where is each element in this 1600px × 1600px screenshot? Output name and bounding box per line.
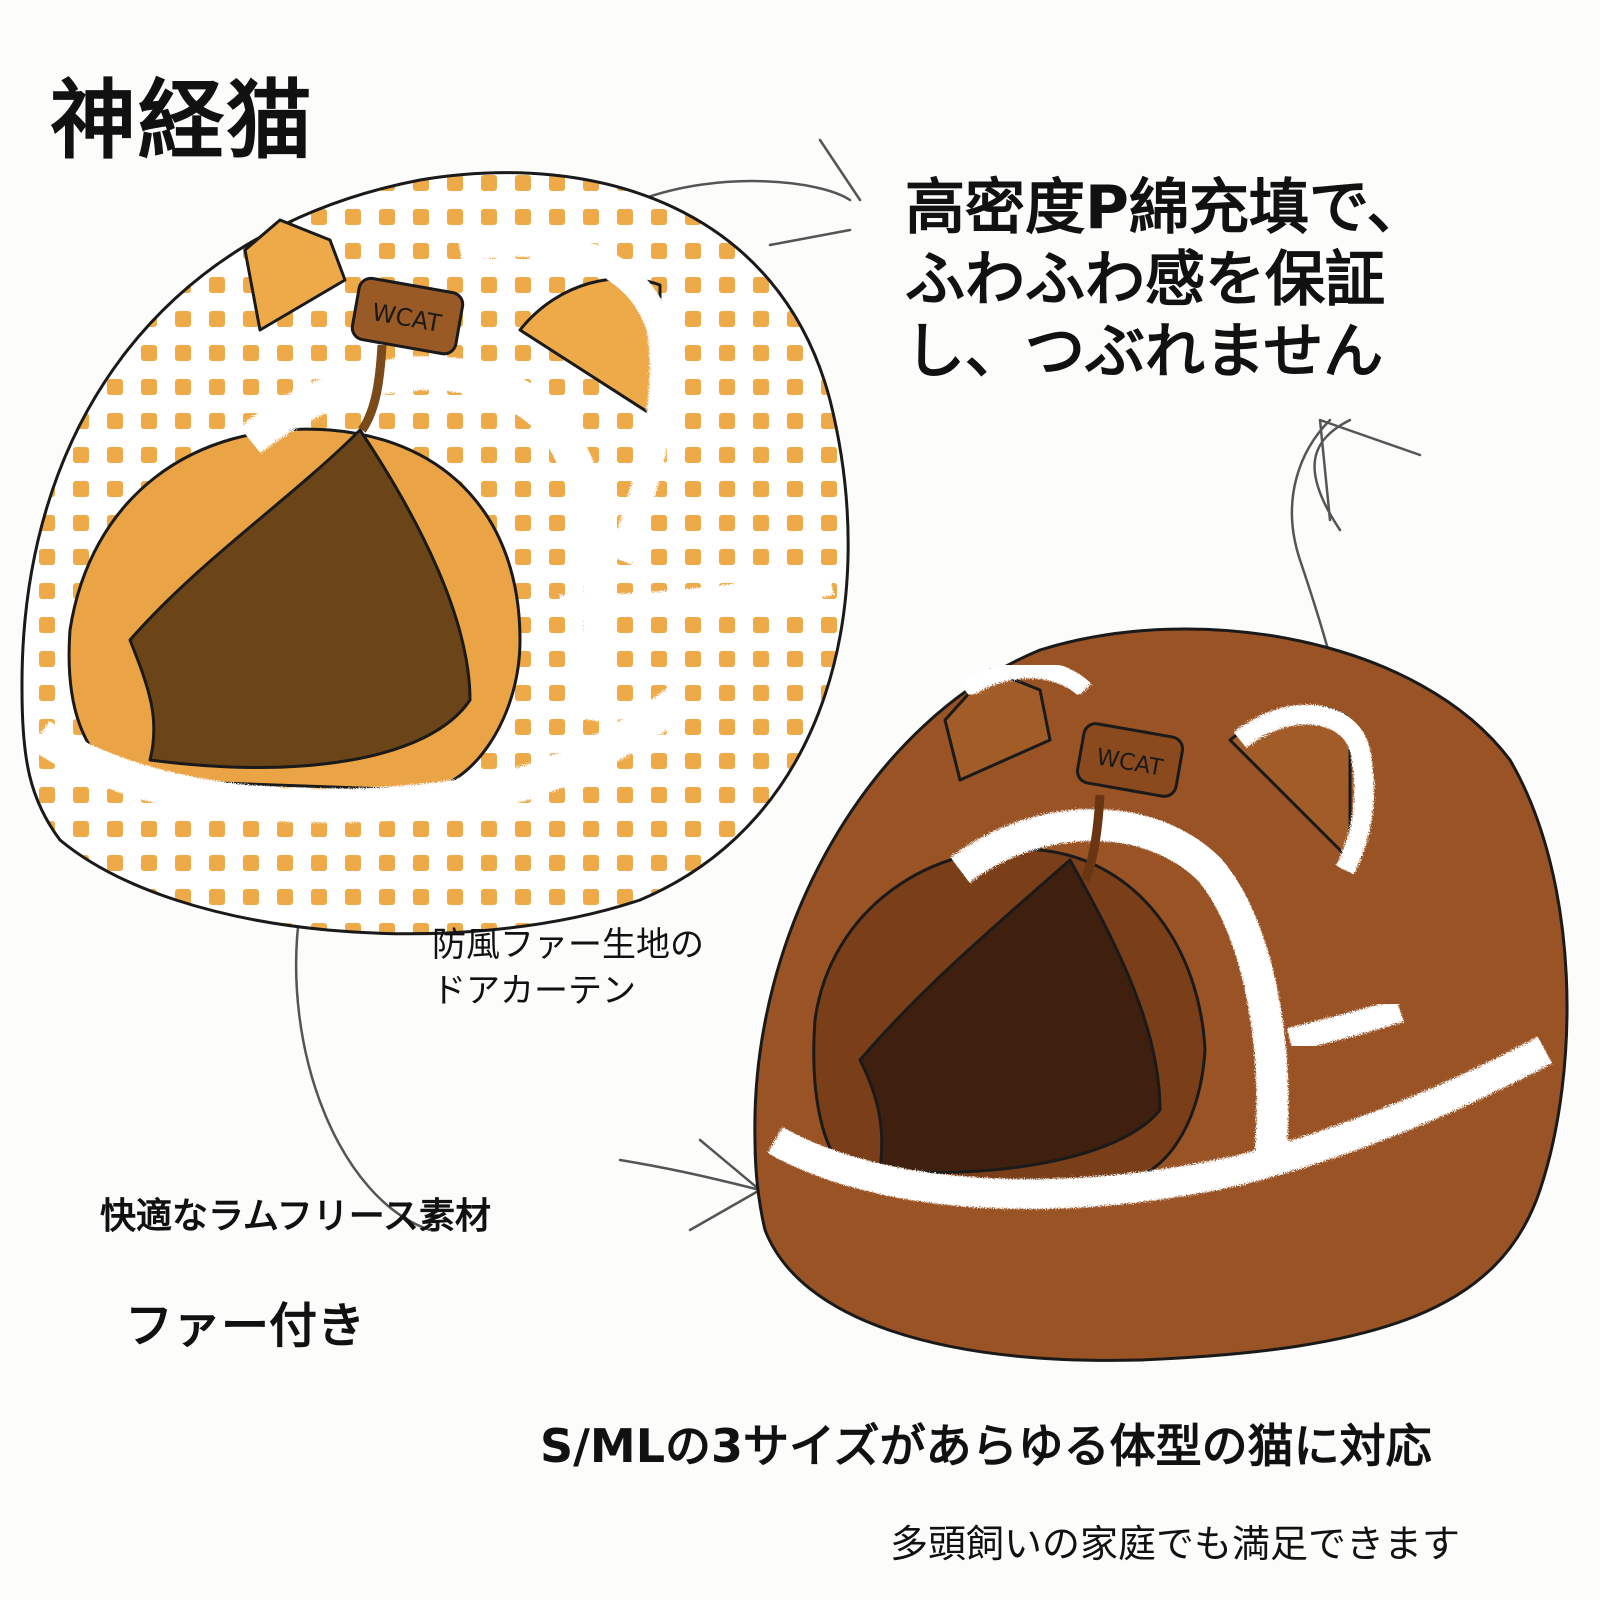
arrow-top-arc	[638, 179, 852, 202]
brand-title: 神経猫	[50, 71, 314, 171]
feature-curtain-line-2: ドアカーテン	[432, 971, 636, 1011]
arrow-right-curve	[1313, 418, 1352, 532]
brown-cat-bed: WCAT	[753, 627, 1569, 1362]
feature-filling-line-3: し、つぶれません	[905, 317, 1384, 387]
orange-ear-right	[518, 277, 662, 422]
arrow-bottom-head	[618, 1138, 763, 1232]
orange-fur-rim	[30, 686, 691, 823]
brown-fur-ear-left	[960, 660, 1092, 698]
brown-fur-rim	[767, 1036, 1553, 1209]
orange-ear-left	[243, 218, 347, 332]
brown-logo-tag	[1075, 722, 1185, 798]
orange-cat-bed: WCAT	[20, 171, 850, 936]
orange-strap	[358, 344, 387, 433]
feature-filling-line-1: 高密度P綿充填で、	[905, 173, 1427, 243]
feature-curtain-text: 防風ファー生地の ドアカーテン	[432, 922, 704, 1014]
feature-filling-text: 高密度P綿充填で、 ふわふわ感を保証 し、つぶれません	[905, 172, 1427, 388]
arrow-left-arc	[294, 908, 432, 1232]
arrow-top-head	[768, 138, 862, 247]
brown-fur-ear-right	[1233, 704, 1374, 875]
feature-fur-text: ファー付き	[125, 1298, 366, 1354]
feature-sizes-text: S/MLの3サイズがあらゆる体型の猫に対応	[540, 1419, 1432, 1473]
brown-fur-arch	[950, 809, 1289, 1162]
feature-filling-line-2: ふわふわ感を保証	[905, 245, 1385, 315]
orange-bed-opening	[128, 428, 472, 769]
feature-multicat-text: 多頭飼いの家庭でも満足できます	[890, 1522, 1461, 1566]
brown-fur-stripe	[1287, 998, 1404, 1052]
orange-logo-tag	[350, 276, 465, 356]
feature-curtain-line-1: 防風ファー生地の	[432, 925, 704, 965]
feature-fleece-text: 快適なラムフリース素材	[100, 1196, 491, 1237]
arrow-right-head	[1318, 418, 1422, 522]
orange-fur-band	[457, 231, 676, 565]
orange-fur-stripe	[559, 565, 835, 625]
brown-strap	[1080, 794, 1105, 882]
